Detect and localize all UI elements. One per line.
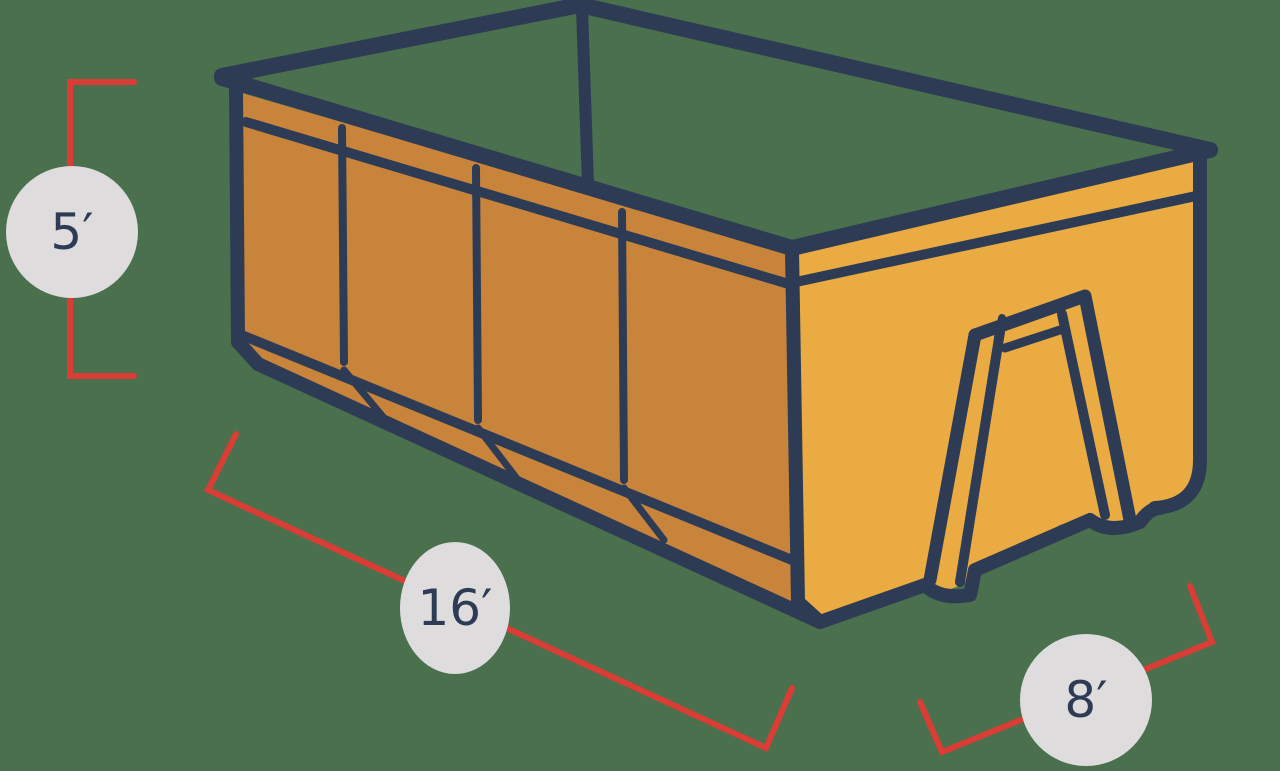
width-value: 8′ — [1064, 671, 1108, 729]
height-value: 5′ — [50, 203, 94, 261]
dumpster-side-face — [238, 92, 820, 622]
height-label: 5′ — [6, 166, 138, 298]
dumpster-outline — [214, 0, 1218, 629]
width-label: 8′ — [1020, 634, 1152, 766]
length-value: 16′ — [417, 579, 493, 637]
length-label: 16′ — [400, 542, 510, 674]
